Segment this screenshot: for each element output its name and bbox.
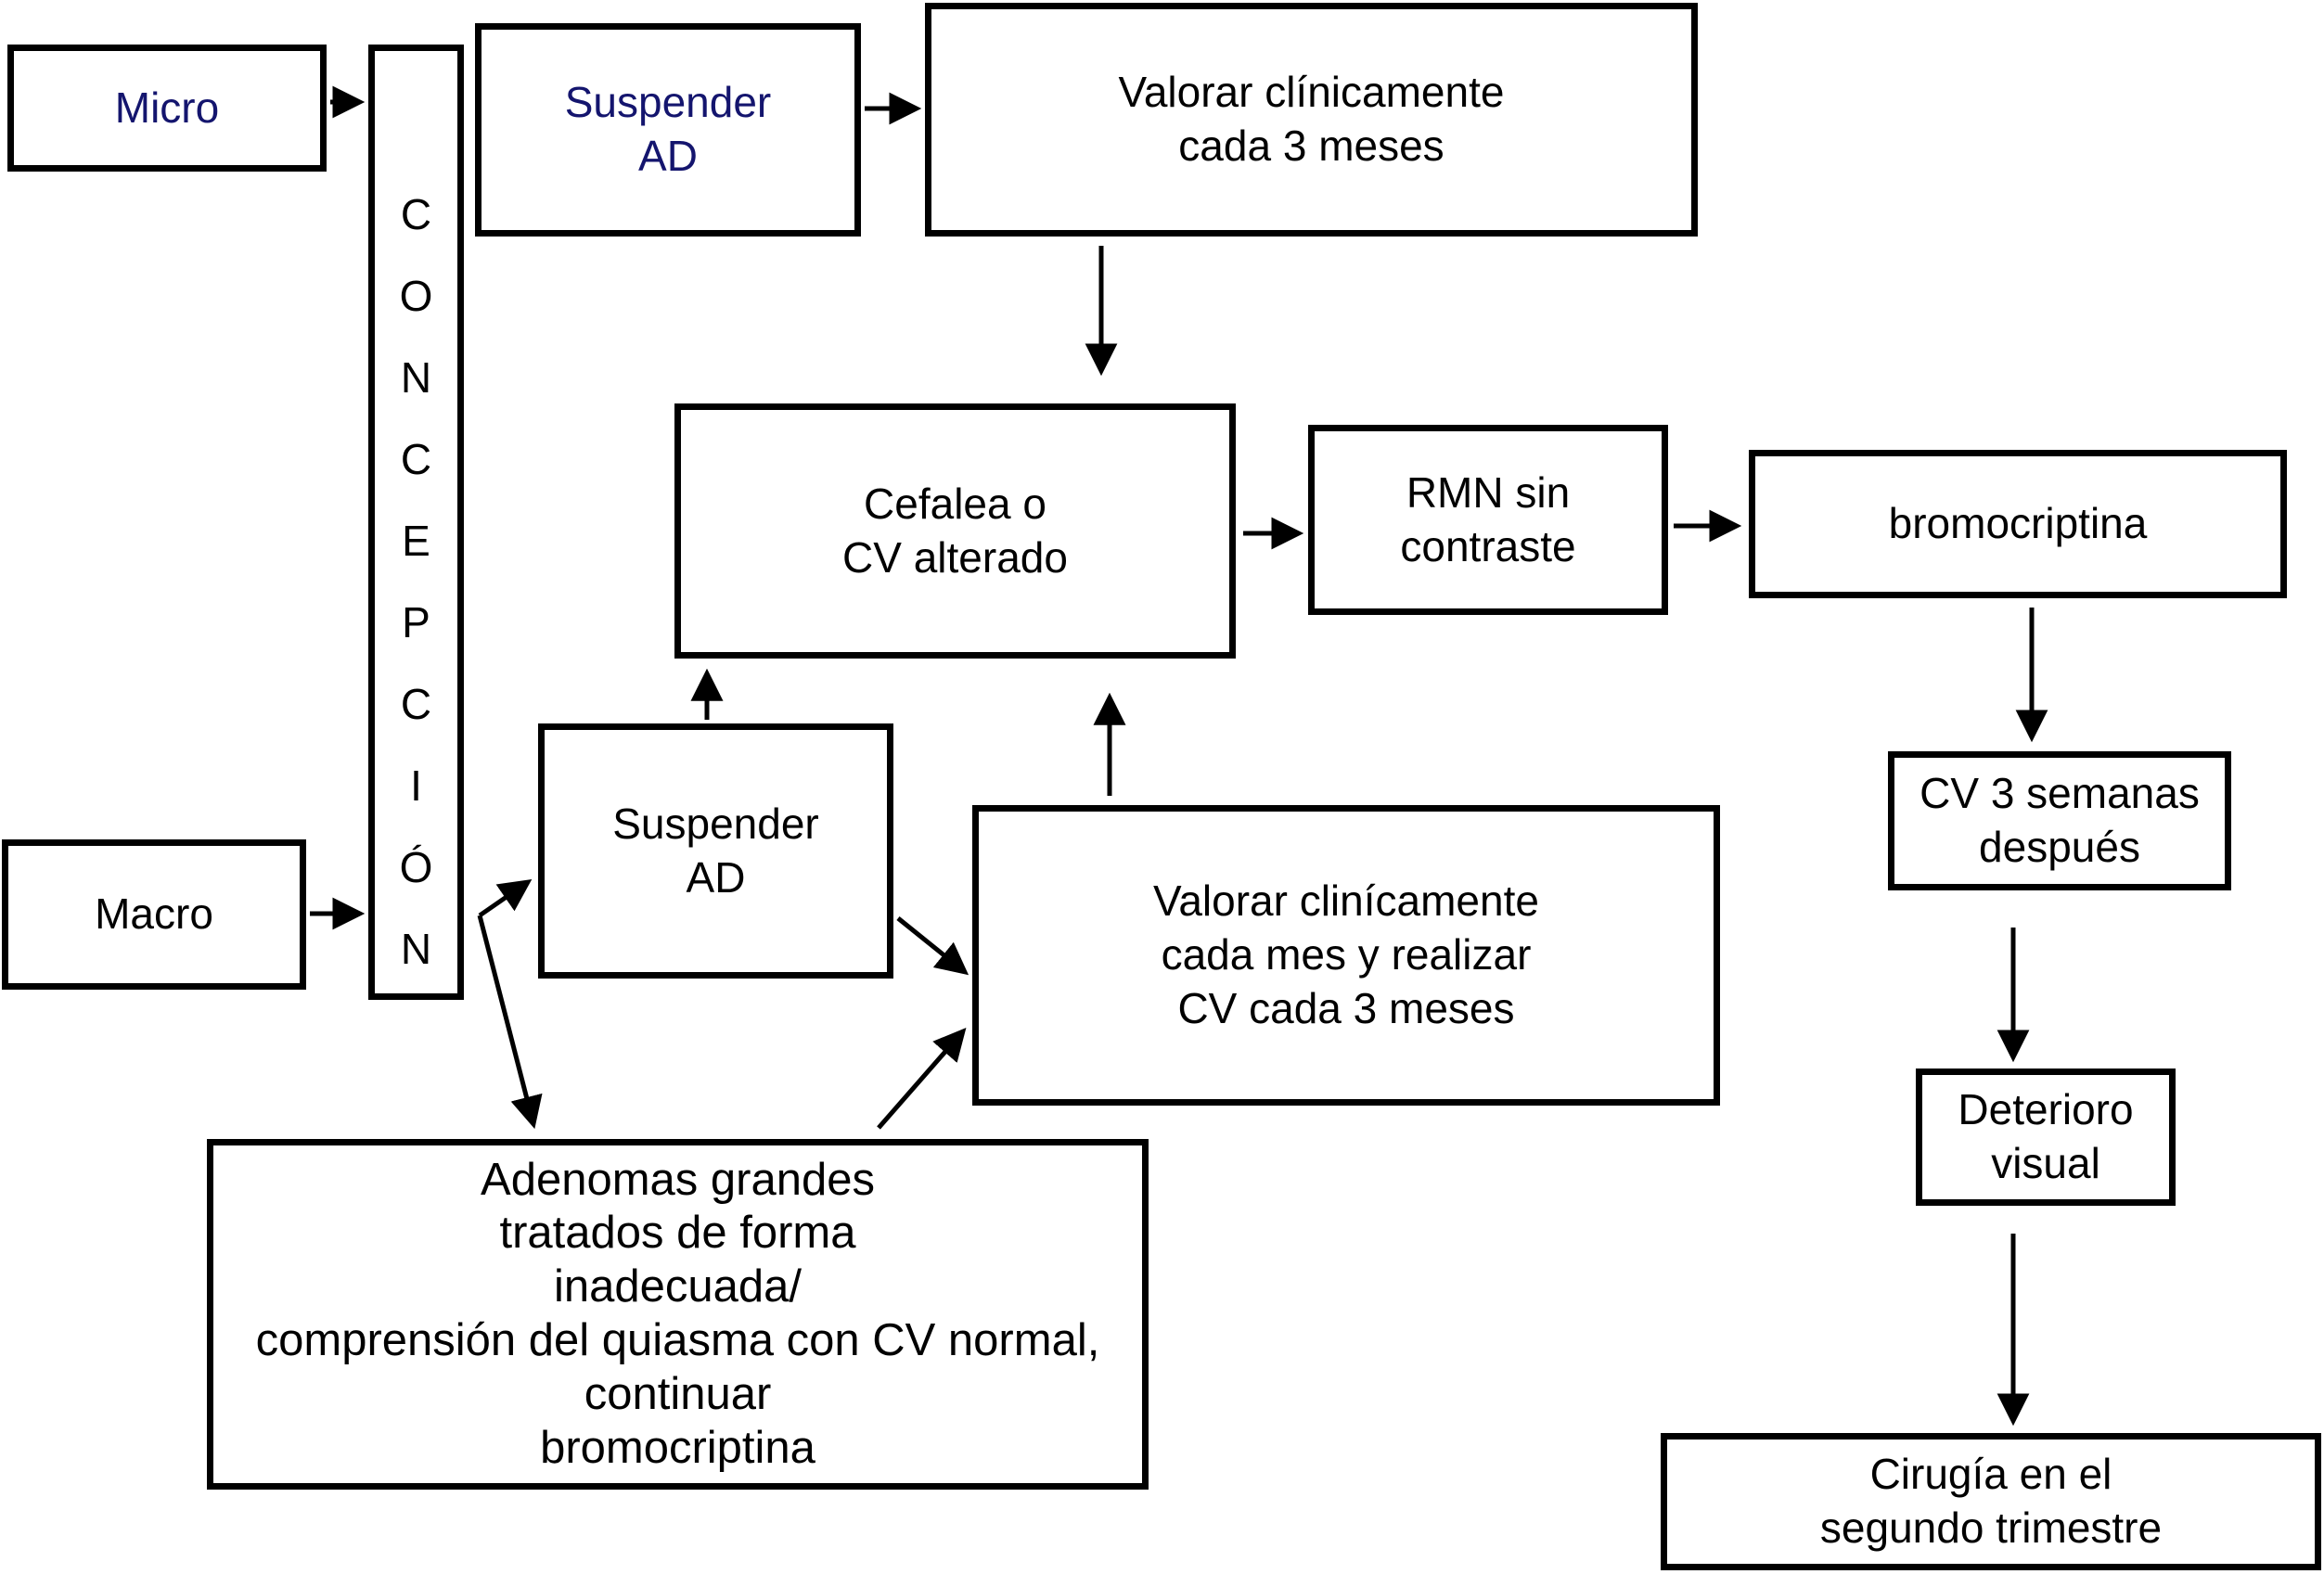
arrow-fork-up-to-suspender-mid	[478, 879, 533, 918]
node-cirugia-label: Cirugía en el segundo trimestre	[1819, 1450, 2163, 1552]
arrow-fork-down-to-adenomas	[477, 915, 543, 1130]
node-micro: Micro	[7, 45, 327, 172]
node-valorar-mensual: Valorar clinícamente cada mes y realizar…	[972, 805, 1720, 1106]
node-adenomas-grandes-label: Adenomas grandes tratados de forma inade…	[255, 1154, 1100, 1473]
arrow-adenomas-to-valorar-mensual	[877, 1028, 967, 1130]
node-bromocriptina-label: bromocriptina	[1888, 499, 2148, 548]
node-rmn: RMN sin contraste	[1308, 425, 1668, 615]
node-suspender-ad-top-label: Suspender AD	[564, 78, 772, 180]
node-micro-label: Micro	[114, 83, 220, 132]
node-cv-3-semanas-label: CV 3 semanas después	[1920, 769, 2200, 871]
node-macro: Macro	[2, 839, 306, 990]
node-deterioro-visual: Deterioro visual	[1916, 1069, 2176, 1206]
node-macro-label: Macro	[95, 889, 213, 939]
node-valorar-trimestral-label: Valorar clínicamente cada 3 meses	[1118, 68, 1505, 170]
node-adenomas-grandes: Adenomas grandes tratados de forma inade…	[207, 1139, 1149, 1490]
node-rmn-label: RMN sin contraste	[1400, 467, 1576, 570]
node-suspender-ad-mid: Suspender AD	[538, 723, 893, 979]
node-valorar-mensual-label: Valorar clinícamente cada mes y realizar…	[1153, 877, 1539, 1032]
node-cirugia: Cirugía en el segundo trimestre	[1661, 1433, 2321, 1570]
node-concepcion: CONCEPCIÓN	[368, 45, 464, 1006]
node-deterioro-visual-label: Deterioro visual	[1958, 1085, 2134, 1187]
node-bromocriptina: bromocriptina	[1749, 450, 2287, 598]
node-cv-3-semanas: CV 3 semanas después	[1888, 751, 2231, 890]
node-suspender-ad-mid-label: Suspender AD	[612, 799, 819, 902]
node-cefalea: Cefalea o CV alterado	[674, 403, 1236, 659]
node-cefalea-label: Cefalea o CV alterado	[842, 479, 1068, 582]
node-suspender-ad-top: Suspender AD	[475, 23, 861, 237]
node-valorar-trimestral: Valorar clínicamente cada 3 meses	[925, 3, 1698, 237]
node-concepcion-label: CONCEPCIÓN	[392, 190, 441, 1006]
arrow-suspender-mid-to-valorar-mensual	[896, 916, 969, 976]
